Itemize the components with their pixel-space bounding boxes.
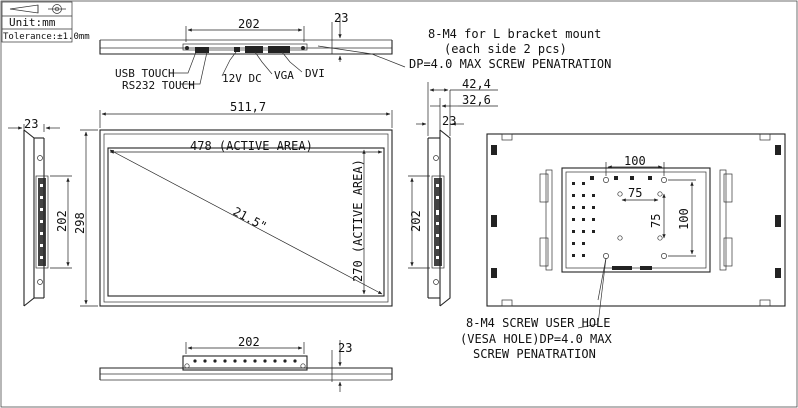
rear-dim-small-h: 75 xyxy=(628,186,642,200)
tolerance-label: Tolerance:±1.0mm xyxy=(3,32,90,42)
front-dim-height: 298 xyxy=(73,212,87,234)
right-dim-height: 202 xyxy=(409,210,423,232)
vesa-note-line2: (VESA HOLE)DP=4.0 MAX xyxy=(460,332,612,346)
right-dim-body-depth: 32,6 xyxy=(462,93,491,107)
rear-dim-small-v: 75 xyxy=(649,214,663,228)
rear-dim-vesa-v: 100 xyxy=(677,208,691,230)
left-side-view: 23 202 xyxy=(8,117,72,307)
vesa-note-line1: 8-M4 SCREW USER HOLE xyxy=(466,316,611,330)
top-dim-width: 202 xyxy=(238,17,260,31)
bottom-view: 202 23 xyxy=(99,335,393,392)
label-usb-touch: USB TOUCH xyxy=(115,67,175,80)
bracket-note-line1: 8-M4 for L bracket mount xyxy=(428,27,601,41)
rear-dim-vesa-h: 100 xyxy=(624,154,646,168)
front-active-width: 478 (ACTIVE AREA) xyxy=(190,139,313,153)
label-dvi: DVI xyxy=(305,67,325,80)
label-vga: VGA xyxy=(274,69,294,82)
vesa-note-line3: SCREW PENATRATION xyxy=(473,347,596,361)
right-dim-depth: 23 xyxy=(442,114,456,128)
right-dim-total-depth: 42,4 xyxy=(462,77,491,91)
bracket-note-line3: DP=4.0 MAX SCREW PENATRATION xyxy=(409,57,611,71)
front-view: 511,7 478 (ACTIVE AREA) 298 270 (ACTIVE … xyxy=(73,100,393,307)
top-dim-depth: 23 xyxy=(334,11,348,25)
left-dim-height: 202 xyxy=(55,210,69,232)
top-view: 202 23 USB TOUCH RS232 TOUCH 12V DC VGA … xyxy=(99,11,611,92)
bracket-note-line2: (each side 2 pcs) xyxy=(444,42,567,56)
projection-symbol-icon xyxy=(9,4,66,14)
left-dim-depth: 23 xyxy=(24,117,38,131)
right-side-view: 42,4 32,6 23 202 xyxy=(408,77,498,307)
front-dim-width: 511,7 xyxy=(230,100,266,114)
rear-view: 100 75 100 75 8-M4 SCREW USER HOLE (VESA… xyxy=(460,133,786,361)
front-active-height: 270 (ACTIVE AREA) xyxy=(351,159,365,282)
unit-label: Unit:mm xyxy=(9,16,56,29)
bottom-dim-width: 202 xyxy=(238,335,260,349)
label-rs232-touch: RS232 TOUCH xyxy=(122,79,195,92)
title-block: Unit:mm Tolerance:±1.0mm xyxy=(1,1,90,43)
bottom-dim-depth: 23 xyxy=(338,341,352,355)
connector-ports xyxy=(185,46,305,53)
label-12v-dc: 12V DC xyxy=(222,72,262,85)
front-diagonal: 21.5" xyxy=(231,204,269,233)
